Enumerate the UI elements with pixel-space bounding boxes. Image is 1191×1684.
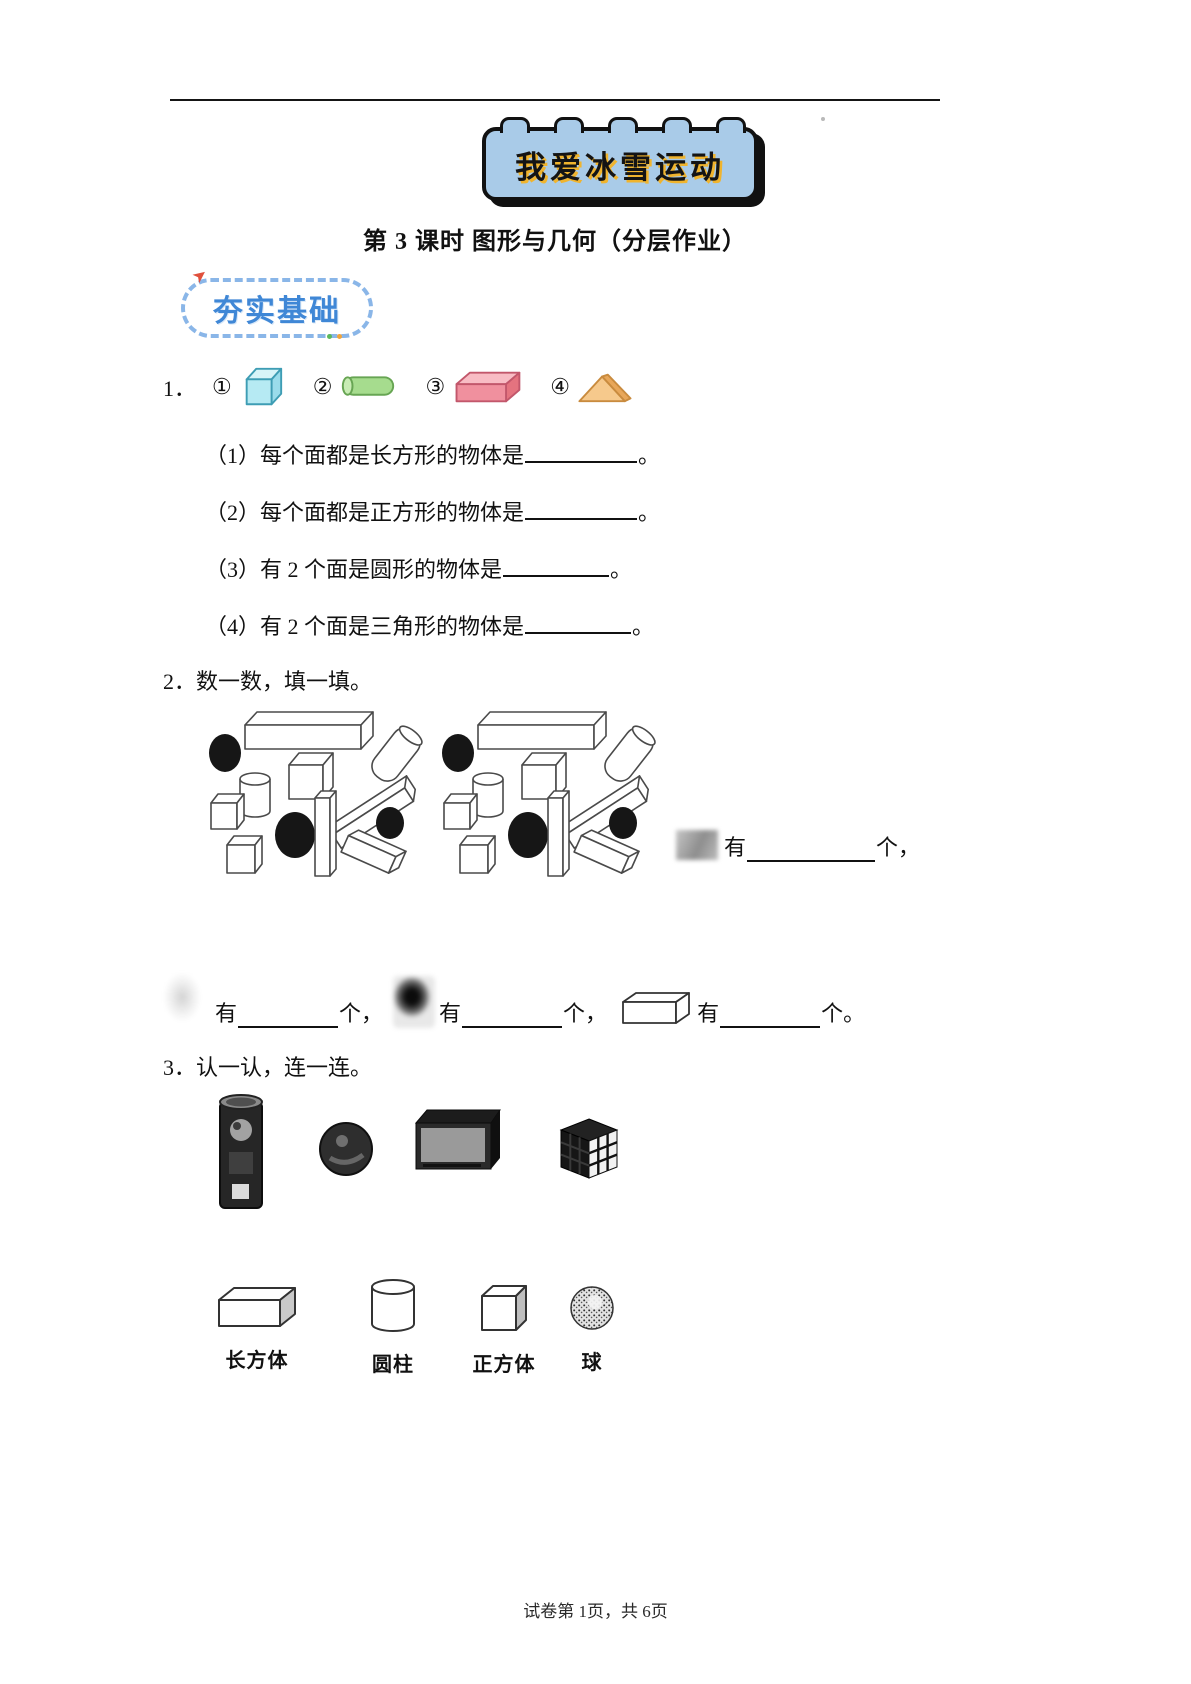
shape-label: 球 bbox=[581, 1352, 603, 1374]
sub-question-text: （2）每个面都是正方形的物体是 bbox=[205, 500, 525, 525]
shape-label: 长方体 bbox=[225, 1350, 289, 1372]
count-text: 有 bbox=[439, 1001, 462, 1026]
page-footer: 试卷第 1页，共 6页 bbox=[523, 1602, 668, 1621]
sub-question-4: （4）有 2 个面是三角形的物体是 。 bbox=[205, 609, 654, 641]
count-text: 有 bbox=[215, 1001, 238, 1026]
confetti-dot bbox=[337, 334, 342, 339]
period: 。 bbox=[632, 614, 655, 639]
count-text: 个， bbox=[339, 1001, 384, 1026]
answer-blank bbox=[238, 1006, 339, 1028]
box-image bbox=[414, 1109, 501, 1170]
blurred-shape-icon bbox=[163, 972, 211, 1028]
q3-objects-row bbox=[205, 1088, 675, 1248]
option-3: ③ bbox=[425, 367, 524, 407]
cube-answer-cell: 正方体 bbox=[469, 1282, 539, 1377]
confetti-dot bbox=[327, 334, 332, 339]
sub-question-2: （2）每个面都是正方形的物体是 。 bbox=[205, 495, 660, 527]
stray-dot bbox=[821, 117, 825, 121]
cuboid-line-icon bbox=[622, 992, 690, 1024]
shape-label: 正方体 bbox=[472, 1354, 536, 1376]
period: 。 bbox=[638, 443, 661, 468]
blurred-shape-icon bbox=[676, 830, 718, 860]
shape-label: 圆柱 bbox=[372, 1354, 414, 1376]
question-number: 1． bbox=[163, 376, 197, 401]
question-3-title: 3．认一认，连一连。 bbox=[163, 1055, 373, 1080]
answer-blank bbox=[525, 441, 638, 463]
cube-line-icon bbox=[481, 1285, 527, 1331]
banner-title: 我爱冰雪运动 bbox=[515, 149, 725, 185]
chips-can-image bbox=[219, 1094, 263, 1209]
ball-image bbox=[319, 1122, 373, 1176]
cube-icon bbox=[245, 367, 282, 406]
q2-count-line-2: 有 个， 有 个， 有 个。 bbox=[163, 972, 865, 1028]
cuboid-line-icon bbox=[218, 1287, 296, 1327]
shapes-panel-illustration bbox=[203, 703, 661, 898]
count-text: 个。 bbox=[821, 1001, 866, 1026]
banner-tab bbox=[608, 117, 638, 133]
cuboid-icon bbox=[455, 371, 521, 403]
cylinder-line-icon bbox=[371, 1279, 415, 1332]
count-text: 有 bbox=[724, 835, 747, 860]
banner-tab bbox=[500, 117, 530, 133]
option-2: ② bbox=[313, 374, 400, 400]
answer-blank bbox=[525, 498, 638, 520]
section-badge: ➤ 夯实基础 bbox=[181, 264, 373, 339]
answer-blank bbox=[747, 840, 876, 862]
period: 。 bbox=[638, 500, 661, 525]
answer-blank bbox=[525, 612, 632, 634]
q2-count-line-1: 有 个， bbox=[676, 830, 920, 862]
banner-tab bbox=[716, 117, 746, 133]
sub-question-1: （1）每个面都是长方形的物体是 。 bbox=[205, 438, 660, 470]
circled-number: ④ bbox=[550, 374, 570, 399]
top-rule bbox=[170, 99, 940, 101]
banner-tab bbox=[554, 117, 584, 133]
sub-question-3: （3）有 2 个面是圆形的物体是 。 bbox=[205, 552, 632, 584]
sphere-answer-cell: 球 bbox=[567, 1284, 617, 1375]
option-1: ① bbox=[212, 364, 287, 410]
sub-question-text: （4）有 2 个面是三角形的物体是 bbox=[205, 614, 525, 639]
circled-number: ③ bbox=[425, 374, 446, 399]
count-text: 个， bbox=[563, 1001, 608, 1026]
question-2-title: 2．数一数，填一填。 bbox=[163, 669, 373, 694]
count-text: 有 bbox=[697, 1001, 720, 1026]
cylinder-icon bbox=[342, 376, 395, 396]
rubiks-cube-image bbox=[559, 1118, 619, 1179]
answer-blank bbox=[503, 555, 610, 577]
option-4: ④ bbox=[550, 369, 633, 405]
q3-shapes-row: 长方体 圆柱 正方体 bbox=[205, 1278, 675, 1378]
section-badge-label: 夯实基础 bbox=[213, 295, 341, 328]
cuboid-answer-cell: 长方体 bbox=[209, 1284, 305, 1373]
question-1-row: 1． ① ② ③ bbox=[163, 364, 633, 410]
page-title: 第 3 课时 图形与几何（分层作业） bbox=[363, 229, 747, 255]
sphere-line-icon bbox=[570, 1286, 614, 1330]
sub-question-text: （3）有 2 个面是圆形的物体是 bbox=[205, 557, 503, 582]
circled-number: ① bbox=[212, 374, 232, 399]
title-banner: 我爱冰雪运动 bbox=[482, 117, 758, 201]
circled-number: ② bbox=[312, 374, 333, 399]
banner-tab bbox=[662, 117, 692, 133]
pin-icon: ➤ bbox=[188, 263, 212, 288]
cylinder-answer-cell: 圆柱 bbox=[363, 1278, 423, 1377]
triangle-icon bbox=[578, 373, 632, 403]
count-text: 个， bbox=[876, 835, 921, 860]
period: 。 bbox=[610, 557, 633, 582]
blurred-shape-icon bbox=[393, 976, 436, 1028]
answer-blank bbox=[720, 1006, 821, 1028]
answer-blank bbox=[462, 1006, 563, 1028]
sub-question-text: （1）每个面都是长方形的物体是 bbox=[205, 443, 525, 468]
